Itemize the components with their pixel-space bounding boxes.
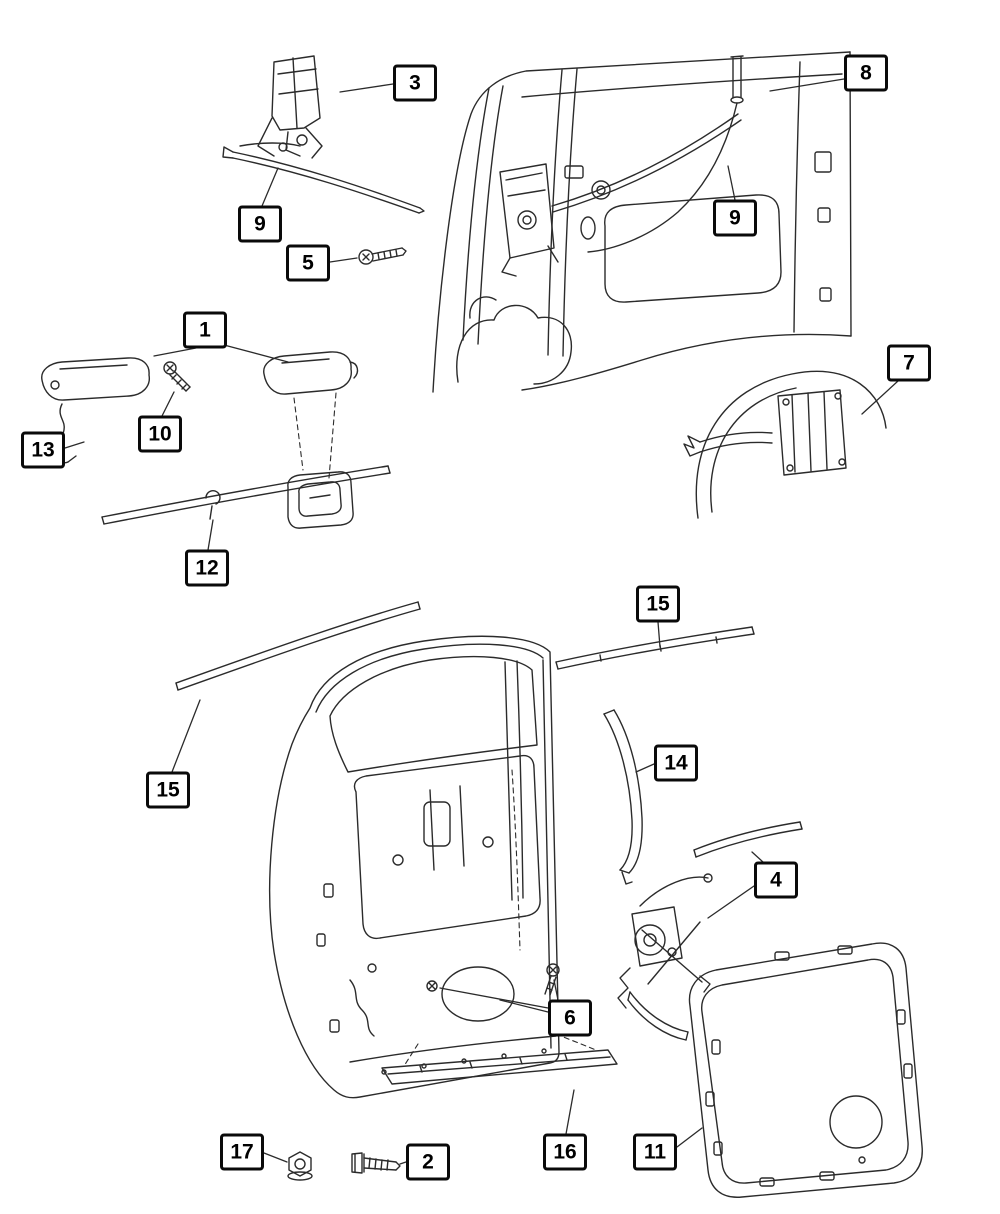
callout-13: 13: [21, 431, 65, 469]
weatherstrip-15-right-drawing: [555, 626, 755, 670]
door-check-drawing: [683, 370, 887, 519]
belt-molding-handles-drawing: [101, 465, 391, 525]
screw-6-drawing: [544, 963, 560, 996]
callout-7: 7: [887, 344, 931, 382]
callout-12: 12: [185, 549, 229, 587]
nut-17-drawing: [287, 1151, 313, 1181]
trim-panel-11-drawing: [688, 942, 923, 1198]
rear-latch-assembly-drawing: [222, 55, 425, 214]
leader-lines: [64, 78, 899, 1165]
callout-2: 2: [406, 1143, 450, 1181]
exterior-handle-right-drawing: [263, 351, 359, 479]
body-side-view-drawing: [432, 51, 852, 393]
callout-9-left: 9: [238, 205, 282, 243]
callout-11: 11: [633, 1133, 677, 1171]
clip-12-drawing: [205, 490, 221, 520]
bolt-2-drawing: [351, 1152, 401, 1174]
weatherstrip-15-left-drawing: [175, 601, 421, 691]
belt-molding-4-area-drawing: [693, 821, 803, 858]
callout-15-right: 15: [636, 585, 680, 623]
callout-16: 16: [543, 1133, 587, 1171]
window-regulator-drawing: [617, 873, 713, 1041]
callout-15-left: 15: [146, 771, 190, 809]
callout-14: 14: [654, 744, 698, 782]
door-shell-drawing: [269, 635, 560, 1099]
screw-5-drawing: [358, 247, 407, 265]
callout-3: 3: [393, 64, 437, 102]
callout-5: 5: [286, 244, 330, 282]
sill-plate-16-drawing: [381, 1033, 618, 1085]
exterior-handle-left-drawing: [41, 357, 150, 401]
callout-6: 6: [548, 999, 592, 1037]
callout-8: 8: [844, 54, 888, 92]
interior-bezel-drawing: [287, 471, 354, 529]
callout-1: 1: [183, 311, 227, 349]
callout-10: 10: [138, 415, 182, 453]
callout-9-right: 9: [713, 199, 757, 237]
callout-17: 17: [220, 1133, 264, 1171]
glass-run-14-drawing: [603, 709, 643, 885]
antenna-rod-drawing: [587, 55, 744, 253]
screw-10-drawing: [163, 361, 191, 392]
callout-4: 4: [754, 861, 798, 899]
